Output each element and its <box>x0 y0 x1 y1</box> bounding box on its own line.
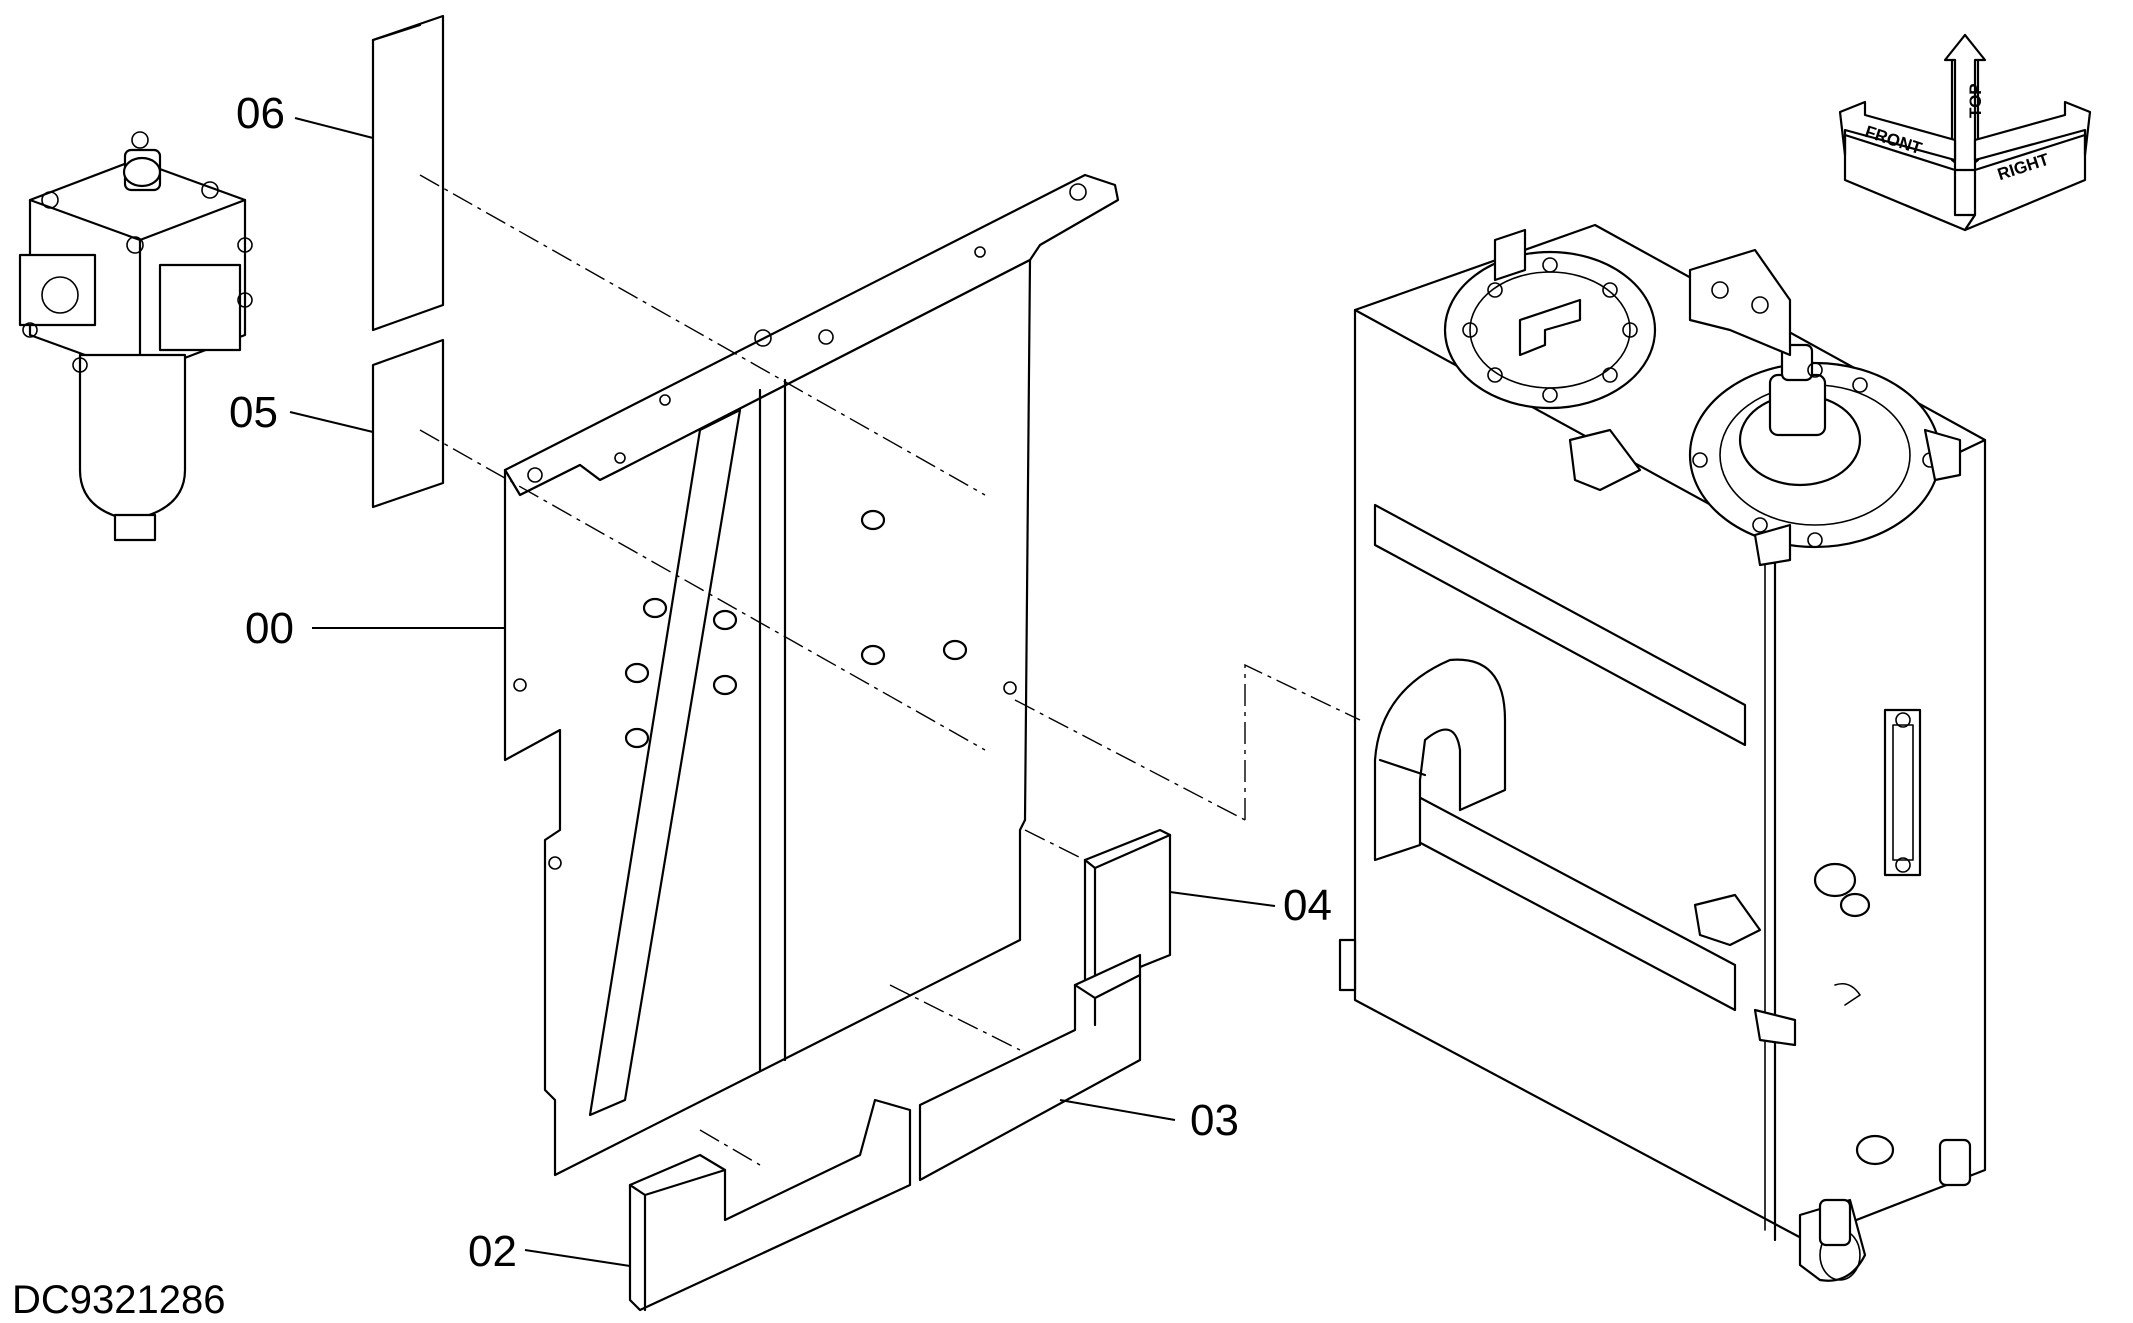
filter-assembly <box>18 131 253 542</box>
callout-06: 06 <box>236 89 285 138</box>
callout-00: 00 <box>245 604 294 653</box>
seal-pad-03 <box>918 953 1142 1182</box>
orientation-indicator: FRONT TOP RIGHT <box>1838 33 2092 232</box>
callout-02: 02 <box>468 1227 517 1276</box>
orientation-top-label: TOP <box>1966 83 1985 118</box>
stud-bosses <box>624 509 968 749</box>
seal-pad-05 <box>371 338 445 509</box>
hydraulic-tank <box>1338 223 1987 1282</box>
callout-03: 03 <box>1190 1096 1239 1145</box>
callout-04: 04 <box>1283 881 1332 930</box>
seal-pad-06 <box>371 14 445 332</box>
leader-lines <box>289 117 1276 1267</box>
callout-05: 05 <box>229 388 278 437</box>
seal-pad-02 <box>628 1098 912 1312</box>
drawing-code: DC9321286 <box>12 1278 226 1322</box>
bracket-plate-00 <box>503 173 1120 1177</box>
alignment-lines <box>419 174 1361 1166</box>
